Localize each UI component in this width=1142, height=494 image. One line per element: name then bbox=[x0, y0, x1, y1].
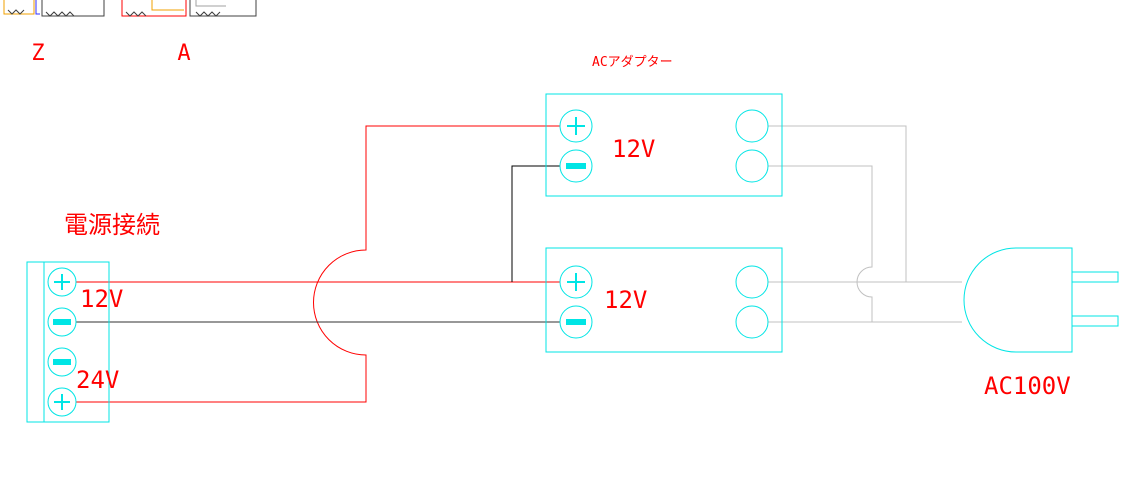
ac-terminal-icon bbox=[735, 265, 769, 299]
ac-plug-icon bbox=[963, 247, 1119, 353]
legend-symbols: Z A bbox=[3, 0, 257, 66]
wires bbox=[62, 125, 962, 403]
wire-gray-ac-2 bbox=[768, 165, 962, 323]
terminal-block bbox=[26, 261, 110, 423]
ac-terminal-icon bbox=[735, 305, 769, 339]
plug-label: AC100V bbox=[984, 372, 1071, 400]
terminal-12v-label: 12V bbox=[80, 285, 123, 313]
legend-a-label: A bbox=[177, 41, 190, 66]
adapter-top-voltage: 12V bbox=[612, 135, 655, 163]
plus-terminal-icon bbox=[559, 109, 593, 143]
plus-terminal-icon bbox=[47, 267, 77, 297]
wire-gray-ac-1 bbox=[768, 125, 962, 283]
adapter-title: ACアダプター bbox=[592, 55, 673, 70]
adapter-top bbox=[545, 93, 783, 197]
minus-terminal-icon bbox=[47, 347, 77, 377]
ac-terminal-icon bbox=[735, 149, 769, 183]
wire-red-24v bbox=[62, 125, 560, 403]
wire-black-link bbox=[511, 165, 560, 282]
legend-a-symbol bbox=[121, 0, 257, 17]
power-connection-title: 電源接続 bbox=[64, 211, 160, 239]
plus-terminal-icon bbox=[47, 387, 77, 417]
adapter-bottom bbox=[545, 247, 783, 353]
terminal-24v-label: 24V bbox=[76, 366, 119, 394]
plus-terminal-icon bbox=[559, 265, 593, 299]
adapter-bottom-voltage: 12V bbox=[604, 286, 647, 314]
minus-terminal-icon bbox=[559, 305, 593, 339]
legend-z-label: Z bbox=[31, 41, 44, 66]
minus-terminal-icon bbox=[559, 149, 593, 183]
minus-terminal-icon bbox=[47, 307, 77, 337]
legend-z-symbol bbox=[3, 0, 105, 17]
ac-terminal-icon bbox=[735, 109, 769, 143]
